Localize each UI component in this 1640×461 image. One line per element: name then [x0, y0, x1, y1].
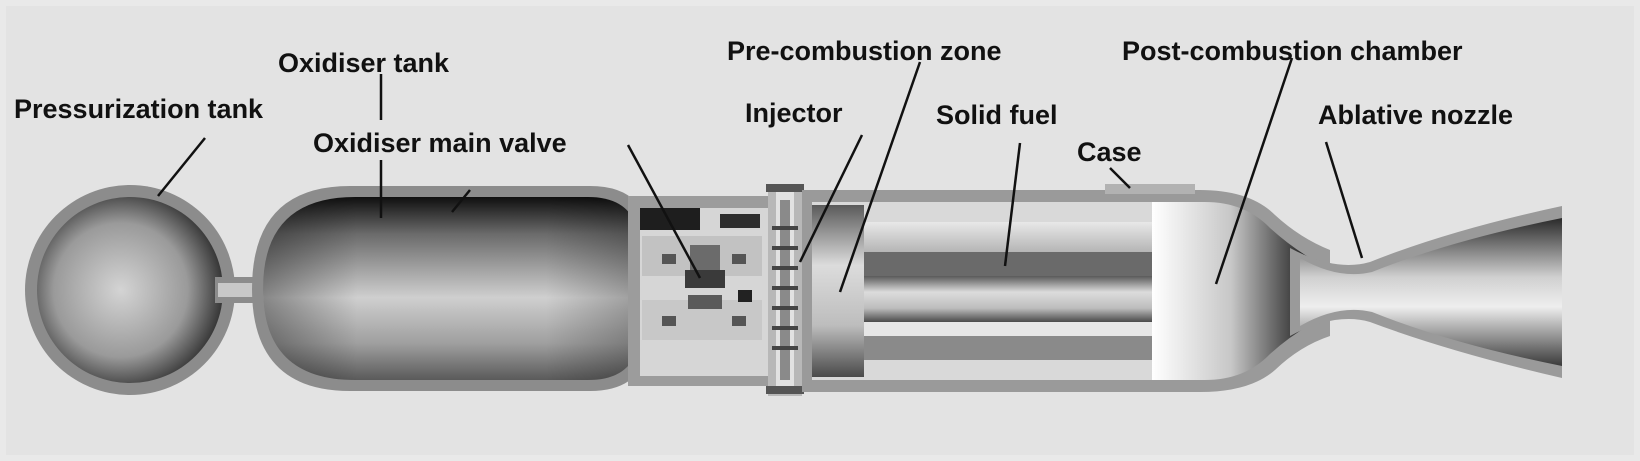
label-ablative-nozzle: Ablative nozzle: [1318, 100, 1514, 130]
label-injector: Injector: [745, 98, 843, 128]
leader-injector: [798, 134, 864, 263]
label-pressurization-tank: Pressurization tank: [14, 94, 264, 124]
pressurization-tank-shape: [25, 185, 235, 395]
valve-housing-shape: [628, 196, 778, 386]
leader-post-combustion-chamber: [1214, 57, 1294, 285]
leader-ablative-nozzle: [1324, 141, 1364, 259]
label-oxidiser-main-valve: Oxidiser main valve: [313, 128, 567, 158]
label-oxidiser-tank: Oxidiser tank: [278, 48, 450, 78]
label-pre-combustion-zone: Pre-combustion zone: [727, 36, 1002, 66]
leader-pressurization-tank: [157, 137, 206, 197]
post-combustion-chamber-shape: [1152, 202, 1310, 380]
leader-oxidiser-main-valve: [626, 144, 702, 279]
ablative-nozzle-shape: [1290, 206, 1562, 378]
injector-shape: [766, 184, 804, 396]
label-solid-fuel: Solid fuel: [936, 100, 1058, 130]
leader-case: [1109, 167, 1131, 189]
leader-solid-fuel: [1003, 142, 1022, 267]
leader-lines: [157, 57, 1364, 293]
oxidiser-tank-shape: [252, 186, 650, 391]
leader-pre-combustion-zone: [838, 61, 922, 293]
label-post-combustion-chamber: Post-combustion chamber: [1122, 36, 1463, 66]
leader-oxidiser-body: [451, 189, 471, 213]
label-case: Case: [1077, 137, 1142, 167]
